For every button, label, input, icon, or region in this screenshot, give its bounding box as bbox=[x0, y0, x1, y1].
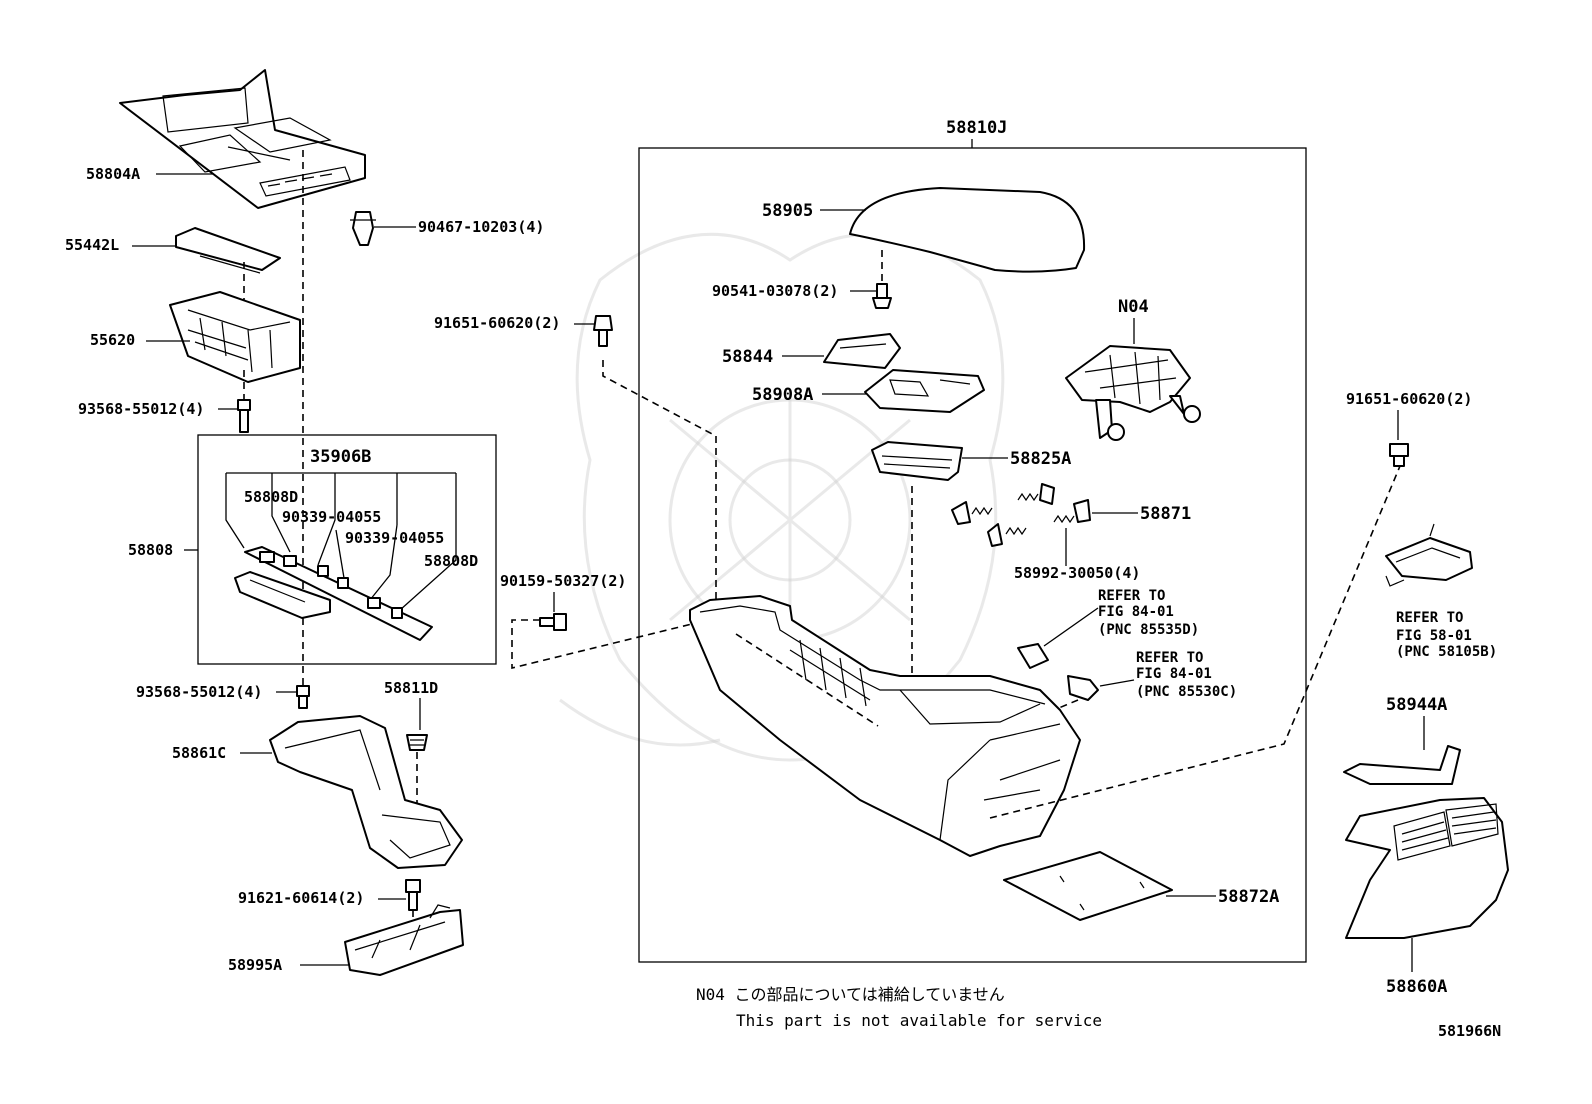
diagram-id: 581966N bbox=[1438, 1022, 1501, 1040]
part-90541-screw bbox=[872, 283, 892, 309]
part-93568-bolt-b bbox=[296, 685, 310, 709]
part-58872A-mat bbox=[1003, 851, 1173, 921]
part-58861C-duct bbox=[269, 715, 463, 869]
part-91651-bolt-b bbox=[1389, 443, 1409, 467]
label-35906B: 35906B bbox=[310, 447, 371, 467]
label-90339-1: 90339-04055 bbox=[282, 508, 381, 526]
part-console-body bbox=[689, 595, 1081, 857]
label-91621: 91621-60614(2) bbox=[238, 889, 364, 907]
label-55620: 55620 bbox=[90, 331, 135, 349]
part-58905-lid bbox=[849, 187, 1086, 273]
label-58844: 58844 bbox=[722, 347, 773, 367]
label-58905: 58905 bbox=[762, 201, 813, 221]
label-90467: 90467-10203(4) bbox=[418, 218, 544, 236]
tray-set-box bbox=[197, 434, 497, 665]
part-58808-tray bbox=[234, 546, 433, 641]
label-58810J: 58810J bbox=[946, 118, 1007, 138]
part-58804A-panel bbox=[119, 69, 366, 209]
part-58825A-cup bbox=[871, 441, 963, 481]
note-n04-english: This part is not available for service bbox=[736, 1011, 1102, 1030]
part-58105B-bracket bbox=[1385, 523, 1473, 587]
part-55442L-mat bbox=[175, 227, 281, 274]
label-58808D-1: 58808D bbox=[244, 488, 298, 506]
part-58844-pad bbox=[823, 333, 901, 369]
svg-text:(PNC 85535D): (PNC 85535D) bbox=[1098, 622, 1199, 638]
label-58944A: 58944A bbox=[1386, 695, 1447, 715]
label-91651-a: 91651-60620(2) bbox=[434, 314, 560, 332]
label-58908A: 58908A bbox=[752, 385, 813, 405]
label-58860A: 58860A bbox=[1386, 977, 1447, 997]
part-93568-bolt-a bbox=[237, 399, 251, 433]
part-58871-clips bbox=[951, 483, 1091, 547]
svg-text:FIG 84-01: FIG 84-01 bbox=[1098, 604, 1174, 620]
label-58872A: 58872A bbox=[1218, 887, 1279, 907]
label-58825A: 58825A bbox=[1010, 449, 1071, 469]
label-90159: 90159-50327(2) bbox=[500, 572, 626, 590]
label-91651-b: 91651-60620(2) bbox=[1346, 390, 1472, 408]
note-n04-japanese: N04 この部品については補給していません bbox=[696, 985, 1005, 1004]
label-58808D-2: 58808D bbox=[424, 552, 478, 570]
part-lamp-85530C bbox=[1067, 675, 1099, 701]
svg-text:REFER TO: REFER TO bbox=[1136, 650, 1203, 666]
label-58995A: 58995A bbox=[228, 956, 282, 974]
part-55620-box bbox=[169, 291, 301, 383]
part-58860A-vent-panel bbox=[1345, 797, 1509, 939]
part-58992-springs bbox=[971, 492, 1075, 536]
label-58808: 58808 bbox=[128, 541, 173, 559]
part-90467-clip bbox=[350, 211, 376, 246]
label-90541: 90541-03078(2) bbox=[712, 282, 838, 300]
label-58871: 58871 bbox=[1140, 504, 1191, 524]
part-90159-screw bbox=[539, 613, 567, 631]
svg-text:REFER TO: REFER TO bbox=[1098, 588, 1165, 604]
part-N04-hinge bbox=[1065, 345, 1201, 441]
svg-text:(PNC 58105B): (PNC 58105B) bbox=[1396, 644, 1497, 660]
console-box-frame bbox=[638, 147, 1307, 963]
reference-fig-58-01: REFER TO FIG 58-01 (PNC 58105B) bbox=[1396, 610, 1497, 660]
svg-text:FIG 58-01: FIG 58-01 bbox=[1396, 628, 1472, 644]
svg-text:(PNC 85530C): (PNC 85530C) bbox=[1136, 684, 1237, 700]
label-93568-a: 93568-55012(4) bbox=[78, 400, 204, 418]
part-58908A-base bbox=[864, 369, 985, 413]
part-58811D-clip bbox=[406, 734, 428, 751]
label-93568-b: 93568-55012(4) bbox=[136, 683, 262, 701]
part-58944A-garnish bbox=[1343, 745, 1461, 785]
part-58995A-bracket bbox=[344, 904, 464, 976]
svg-text:REFER TO: REFER TO bbox=[1396, 610, 1463, 626]
svg-text:FIG 84-01: FIG 84-01 bbox=[1136, 666, 1212, 682]
part-91621-bolt bbox=[405, 879, 421, 911]
reference-fig-84-01-a: REFER TO FIG 84-01 (PNC 85535D) bbox=[1098, 588, 1199, 638]
label-58804A: 58804A bbox=[86, 165, 140, 183]
reference-fig-84-01-b: REFER TO FIG 84-01 (PNC 85530C) bbox=[1136, 650, 1237, 700]
label-55442L: 55442L bbox=[65, 236, 119, 254]
part-91651-bolt-a bbox=[593, 315, 613, 347]
part-lamp-85535D bbox=[1017, 643, 1049, 669]
label-58861C: 58861C bbox=[172, 744, 226, 762]
label-58992: 58992-30050(4) bbox=[1014, 564, 1140, 582]
label-58811D: 58811D bbox=[384, 679, 438, 697]
label-N04: N04 bbox=[1118, 297, 1149, 317]
